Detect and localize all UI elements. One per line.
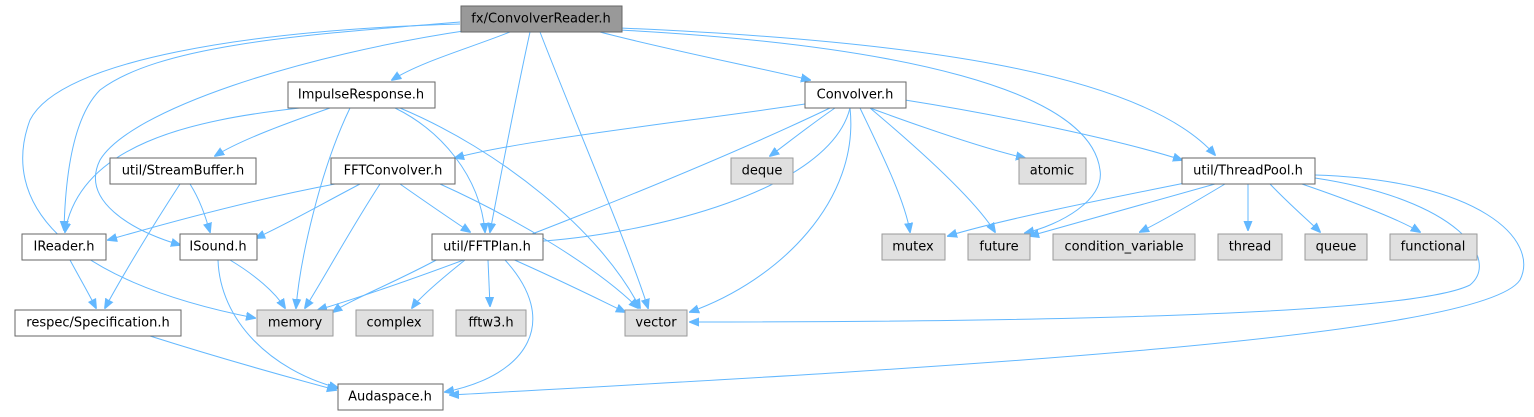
edge-convolver-vector [690,107,852,312]
node-label: util/ThreadPool.h [1193,164,1303,179]
node-label: util/FFTPlan.h [443,240,531,255]
node-vector[interactable]: vector [624,309,688,337]
edge-fftplan-vector [509,257,625,312]
edge-threadpool-functional [1289,179,1420,232]
node-queue[interactable]: queue [1304,233,1368,261]
node-label: fx/ConvolverReader.h [471,12,610,27]
edge-impulseresponse-memory [296,107,351,308]
node-label: complex [366,316,421,331]
node-thread[interactable]: thread [1217,233,1283,261]
node-label: deque [742,164,783,179]
node-label: ISound.h [189,240,246,255]
edge-fftconvolver-fftplan [399,183,470,232]
edge-convolver-memory [318,107,831,310]
node-ireader[interactable]: IReader.h [21,233,107,261]
edge-convolver-fftplan [530,107,851,242]
node-specification[interactable]: respec/Specification.h [14,309,182,337]
node-condition-variable[interactable]: condition_variable [1052,233,1196,261]
edge-fftplan-audaspace [445,259,534,392]
edge-convolverreader-memory [22,23,461,318]
node-label: atomic [1030,164,1074,179]
edge-convolver-deque [770,107,836,156]
node-threadpool[interactable]: util/ThreadPool.h [1181,157,1316,185]
edge-convolver-fftconvolver [455,103,806,158]
edge-fftplan-complex [412,259,466,308]
edge-convolver-future [869,107,995,232]
edge-convolverreader-fftplan [490,31,531,232]
edge-convolver-mutex [859,107,910,232]
edge-threadpool-queue [1269,183,1320,232]
edge-impulseresponse-ireader [65,107,301,232]
edge-convolverreader-impulseresponse [392,31,511,80]
node-fftplan[interactable]: util/FFTPlan.h [431,233,544,261]
edges [22,21,1525,395]
edge-impulseresponse-streambuffer [215,107,331,156]
node-label: fftw3.h [468,316,513,331]
node-label: queue [1316,240,1357,255]
edge-threadpool-mutex [948,179,1201,236]
node-label: vector [635,316,677,331]
node-convolver[interactable]: Convolver.h [804,81,907,109]
node-label: FFTConvolver.h [344,164,443,179]
node-future[interactable]: future [967,233,1031,261]
node-label: future [979,240,1018,255]
edge-convolverreader-threadpool [619,27,1215,155]
edge-threadpool-condvar [1140,183,1226,232]
edge-threadpool-audaspace [450,174,1525,395]
edge-ireader-specification [69,259,96,308]
node-label: Convolver.h [817,88,894,103]
edge-streambuffer-specification [105,183,181,308]
node-label: condition_variable [1064,240,1183,255]
node-fftconvolver[interactable]: FFTConvolver.h [330,157,456,185]
node-functional[interactable]: functional [1389,233,1478,261]
edge-convolverreader-future [619,29,1101,233]
edge-convolver-atomic [869,107,1025,158]
node-audaspace[interactable]: Audaspace.h [337,383,444,411]
edge-fftplan-fftw3 [488,259,490,306]
node-label: util/StreamBuffer.h [122,164,245,179]
node-mutex[interactable]: mutex [881,233,946,261]
node-streambuffer[interactable]: util/StreamBuffer.h [109,157,257,185]
node-isound[interactable]: ISound.h [179,233,258,261]
node-label: Audaspace.h [348,390,432,405]
node-label: mutex [892,240,934,255]
edge-convolver-threadpool [904,99,1182,160]
node-convolverreader[interactable]: fx/ConvolverReader.h [460,5,623,33]
node-complex[interactable]: complex [355,309,434,337]
edge-impulseresponse-vector [399,107,640,308]
edge-convolverreader-isound [94,29,471,245]
node-deque[interactable]: deque [730,157,794,185]
edge-convolverreader-convolver [599,31,810,80]
edge-threadpool-vector [690,177,1480,322]
nodes: fx/ConvolverReader.h ImpulseResponse.h C… [14,5,1478,411]
node-fftw3[interactable]: fftw3.h [455,309,527,337]
edge-threadpool-future [1030,183,1216,236]
node-label: functional [1401,240,1466,255]
edge-convolverreader-ireader [64,21,461,230]
node-label: memory [268,316,323,331]
node-impulseresponse[interactable]: ImpulseResponse.h [287,81,436,109]
edge-fftconvolver-memory [305,183,381,308]
edge-specification-audaspace [149,335,336,390]
node-label: ImpulseResponse.h [298,88,424,103]
edge-streambuffer-isound [189,183,210,232]
node-atomic[interactable]: atomic [1018,157,1087,185]
edge-fftconvolver-isound [256,183,361,238]
edge-isound-audaspace [217,259,338,388]
edge-isound-memory [229,259,285,308]
edge-convolverreader-vector [539,31,648,308]
node-label: thread [1229,240,1272,255]
node-label: IReader.h [33,240,94,255]
edge-fftplan-memory [333,257,441,312]
edge-fftconvolver-vector [439,183,638,308]
edge-fftconvolver-ireader [108,183,336,240]
node-memory[interactable]: memory [256,309,334,337]
node-label: respec/Specification.h [26,316,169,331]
